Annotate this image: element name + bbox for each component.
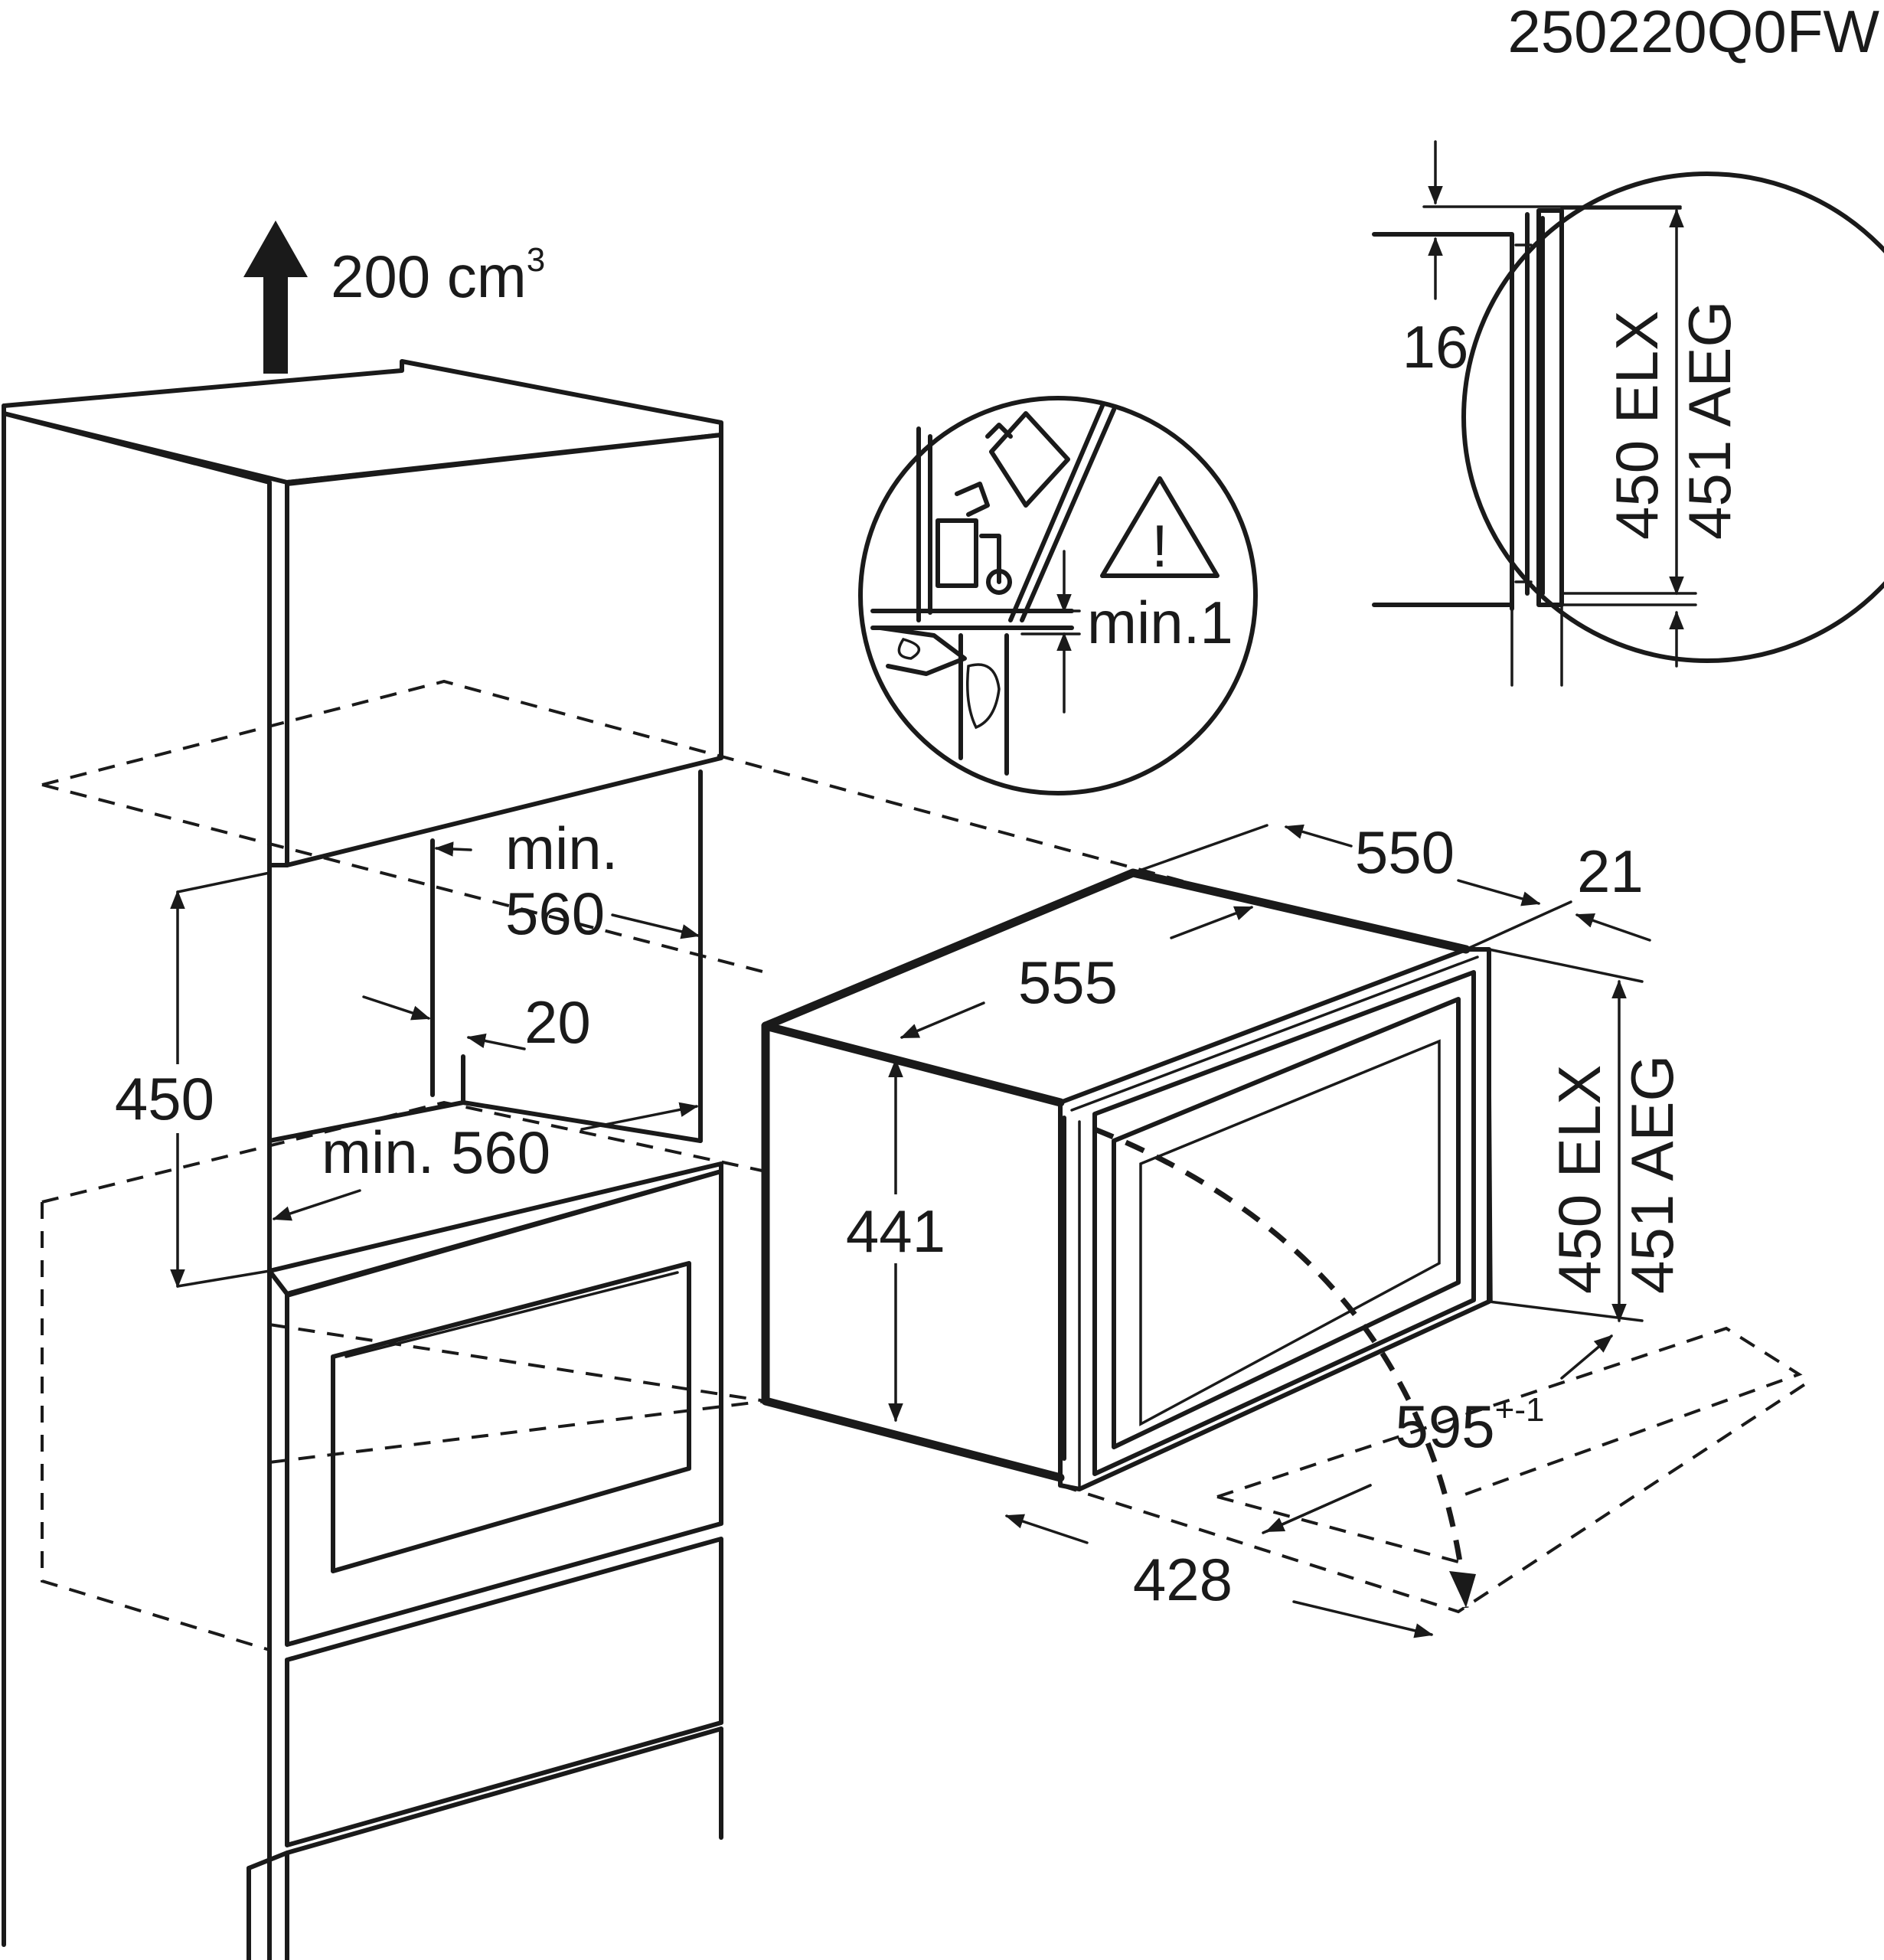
door-swing-label: 428 — [1133, 1546, 1233, 1613]
front-width-dimension: 595+-1 — [1262, 1334, 1613, 1534]
side-gap-label: 20 — [524, 988, 591, 1056]
front-thickness-label: 21 — [1577, 838, 1644, 905]
airflow-label: 200 cm3 — [331, 241, 545, 310]
svg-text:!: ! — [1151, 512, 1168, 580]
body-depth-label: 550 — [1355, 818, 1455, 886]
niche-height-dimension: 450 — [107, 871, 271, 1289]
body-height-label: 441 — [846, 1197, 945, 1265]
front-width-label: 595+-1 — [1396, 1391, 1545, 1460]
drawing-code: 250220Q0FW — [1507, 0, 1879, 65]
niche-width-top-dimension: min. 560 — [434, 815, 700, 947]
detail-height: 16 450 ELX 451 AEG — [1372, 140, 1884, 687]
body-height-dimension: 441 — [827, 1058, 965, 1423]
front-height-line2: 451 AEG — [1618, 1055, 1686, 1294]
door-swing-area — [1060, 1126, 1816, 1614]
front-height-line1: 450 ELX — [1546, 1065, 1613, 1294]
niche-width-bottom-dimension: min. 560 — [272, 1102, 699, 1221]
door-swing-dimension: 428 — [1004, 1514, 1434, 1638]
gap-label: 16 — [1402, 313, 1469, 381]
airflow-arrow-icon — [243, 220, 308, 374]
tall-cabinet — [2, 359, 723, 1960]
built-in-appliance — [761, 868, 1493, 1491]
side-gap-dimension: 20 — [362, 988, 591, 1056]
detail-clearance: min.1 ! — [858, 396, 1258, 795]
clearance-label: min.1 — [1087, 589, 1233, 656]
niche-height-label: 450 — [115, 1065, 214, 1132]
top-depth-label: 555 — [1018, 949, 1118, 1016]
front-thickness-dimension: 21 — [1464, 838, 1651, 951]
detail-height-line2: 451 AEG — [1676, 301, 1743, 540]
niche-width-top-line2: 560 — [505, 880, 605, 947]
detail-height-line1: 450 ELX — [1603, 311, 1670, 540]
body-depth-dimension: 550 — [1131, 818, 1541, 906]
niche-width-bottom-label: min. 560 — [322, 1119, 550, 1186]
top-depth-dimension: 555 — [900, 906, 1254, 1039]
warning-icon: ! — [1100, 476, 1220, 580]
front-height-dimension: 450 ELX 451 AEG — [1487, 948, 1686, 1323]
dashed-guides — [41, 679, 1195, 1651]
niche-width-top-line1: min. — [505, 815, 618, 882]
